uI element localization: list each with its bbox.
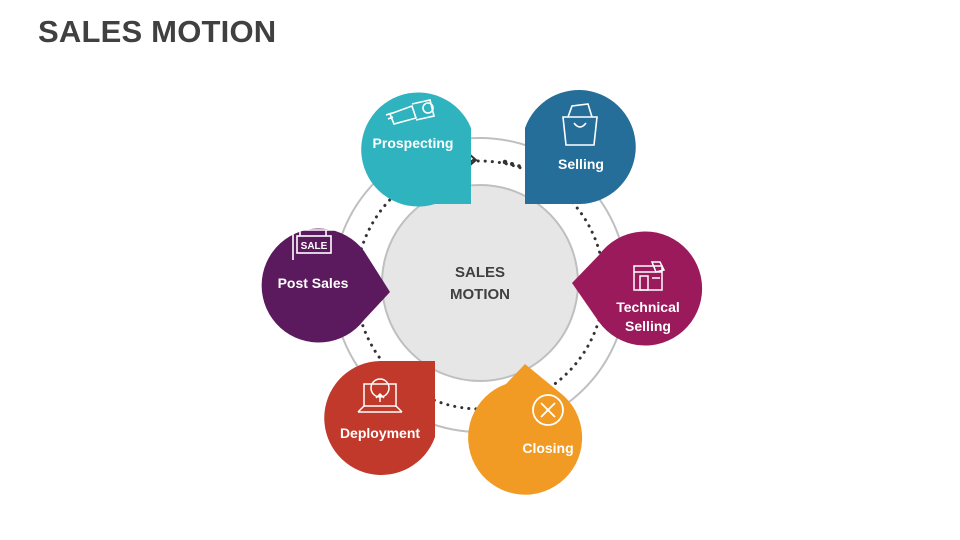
telescope-icon [385, 99, 435, 125]
stage-closing-label: Closing [522, 440, 573, 456]
slide-title: SALES MOTION [38, 14, 277, 49]
stage-post-sales-label: Post Sales [278, 275, 349, 291]
laptop-globe-icon [357, 378, 403, 413]
stage-deployment-label: Deployment [340, 425, 420, 441]
close-circle-icon [532, 394, 564, 426]
sale-sign-icon [290, 228, 334, 260]
store-icon [633, 261, 666, 291]
stage-technical-selling-label-line1: Technical [616, 299, 680, 315]
stage-deployment[interactable]: Deployment [324, 361, 435, 475]
stage-closing[interactable]: Closing [468, 364, 583, 495]
stage-technical-selling[interactable]: Technical Selling [572, 231, 703, 346]
stage-selling-shape [525, 90, 636, 204]
stage-prospecting-label: Prospecting [373, 135, 454, 151]
flow-arrow [453, 153, 521, 168]
sale-sign-text: SALE [301, 241, 328, 252]
stage-deployment-shape [324, 361, 435, 475]
stage-post-sales[interactable]: SALE Post Sales [261, 228, 390, 343]
stage-selling[interactable]: Selling [525, 90, 636, 204]
stage-prospecting[interactable]: Prospecting [361, 92, 471, 207]
center-label-line2: MOTION [450, 286, 510, 303]
stage-technical-selling-label-line2: Selling [625, 318, 671, 334]
center-label-line1: SALES [455, 264, 505, 281]
inner-ring [381, 184, 579, 382]
stage-selling-label: Selling [558, 156, 604, 172]
shopping-bag-icon [562, 103, 598, 146]
stage-technical-selling-shape [572, 231, 703, 346]
stage-closing-shape [468, 364, 583, 495]
stage-prospecting-shape [361, 92, 471, 207]
